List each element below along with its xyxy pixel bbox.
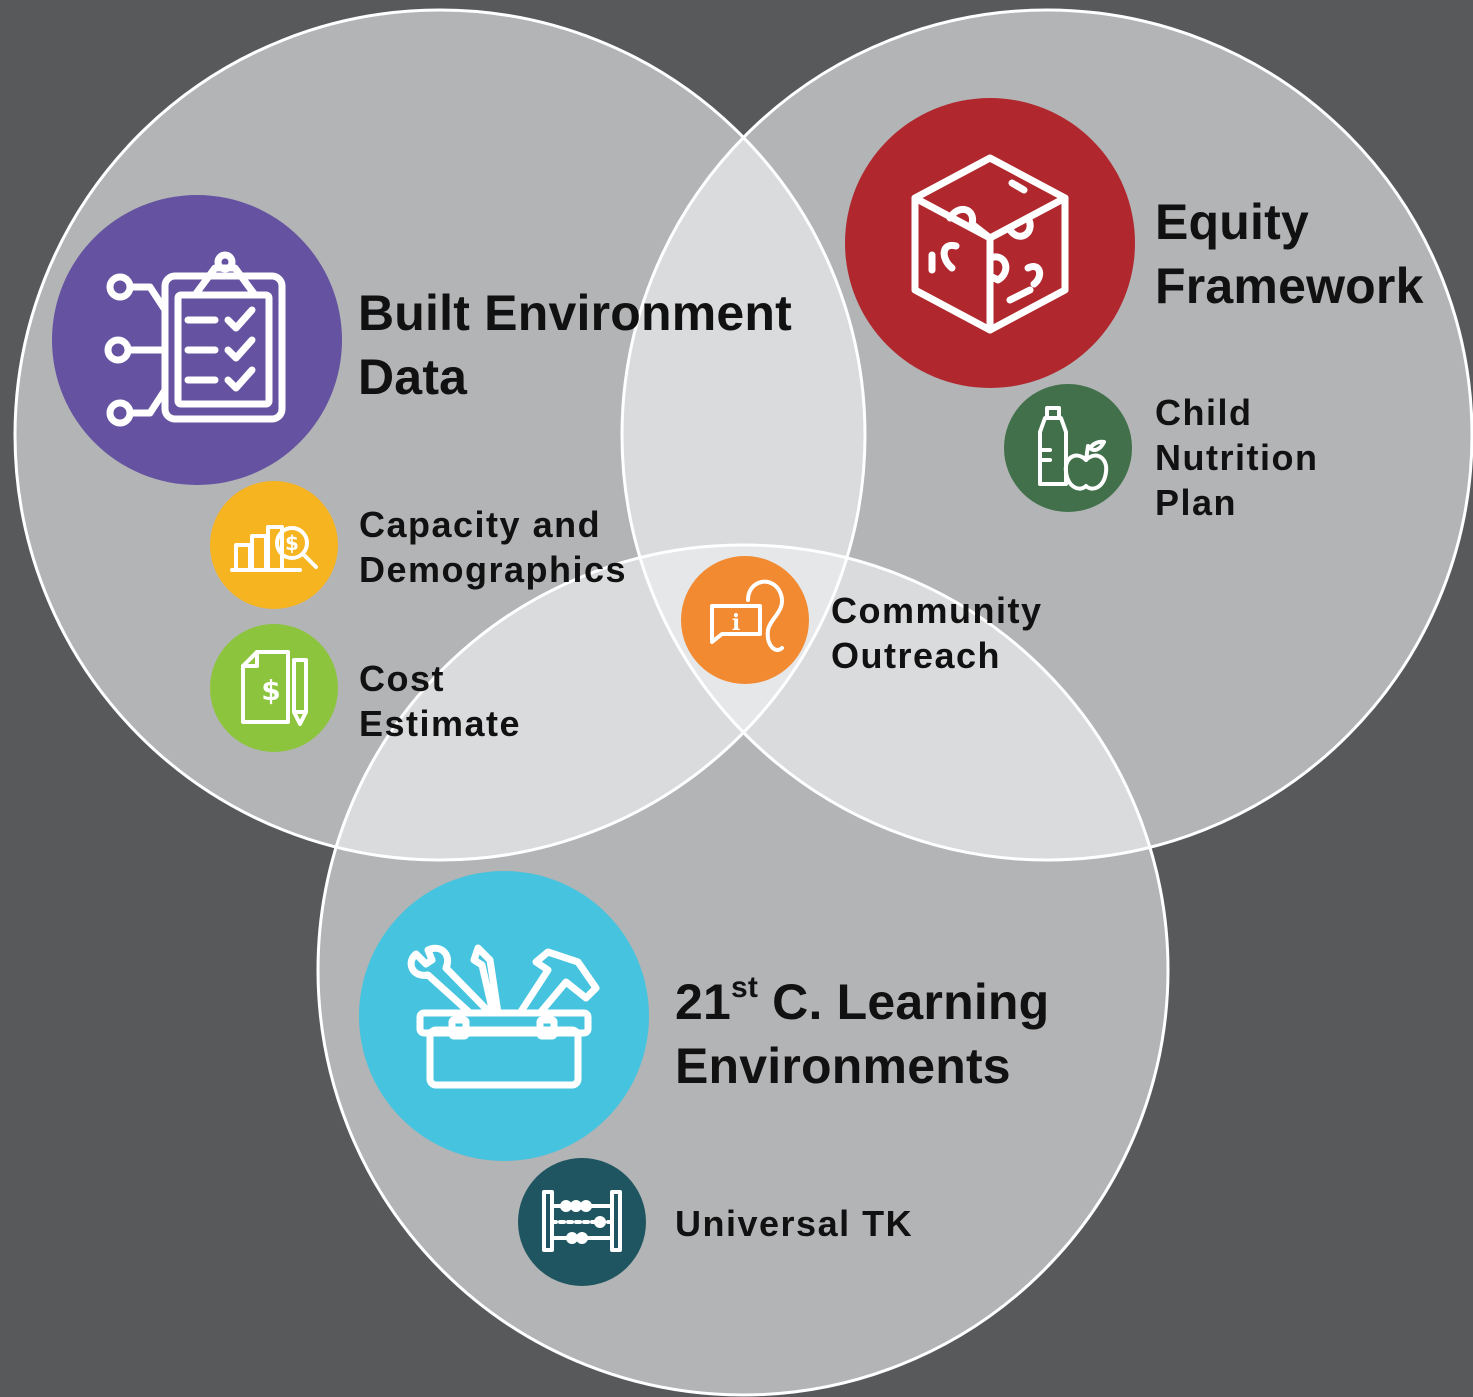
overlap-built-learning — [318, 545, 865, 860]
title-line: Built Environment — [358, 285, 792, 341]
circle-outline — [316, 543, 1170, 1397]
overlap-equity-learning — [622, 545, 1168, 860]
toolbox-icon — [359, 871, 649, 1161]
equity-framework-title: Equity Framework — [1155, 190, 1424, 318]
title-line: 21st C. Learning — [675, 970, 1049, 1034]
circle-outline — [13, 8, 867, 862]
bottle-apple-icon — [1004, 384, 1132, 512]
svg-text:i: i — [732, 610, 740, 636]
circle-outline — [620, 8, 1473, 862]
label-line: Capacity and — [359, 504, 602, 545]
ear-info-icon: i — [681, 556, 809, 684]
clipboard-checklist-icon — [52, 195, 342, 485]
label-line: Universal TK — [675, 1203, 914, 1244]
label-line: Estimate — [359, 703, 522, 744]
learning-environments-title: 21st C. Learning Environments — [675, 970, 1049, 1098]
title-line: Environments — [675, 1038, 1011, 1094]
puzzle-cube-icon — [845, 98, 1135, 388]
built-environment-title: Built Environment Data — [358, 281, 792, 409]
label-line: Demographics — [359, 549, 628, 590]
document-dollar-pen-icon: $ — [210, 624, 338, 752]
title-line: Equity — [1155, 194, 1309, 250]
label-line: Plan — [1155, 482, 1238, 523]
svg-text:$: $ — [285, 531, 299, 555]
universal-tk-label: Universal TK — [675, 1201, 913, 1246]
label-line: Child — [1155, 392, 1253, 433]
title-line: Data — [358, 349, 468, 405]
community-outreach-label: Community Outreach — [831, 588, 1043, 678]
capacity-demographics-label: Capacity and Demographics — [359, 502, 627, 592]
title-superscript: st — [731, 971, 759, 1004]
abacus-icon — [518, 1158, 646, 1286]
title-line: Framework — [1155, 258, 1424, 314]
svg-text:$: $ — [261, 674, 280, 707]
label-line: Community — [831, 590, 1043, 631]
label-line: Outreach — [831, 635, 1002, 676]
chart-magnifier-dollar-icon: $ — [210, 481, 338, 609]
label-line: Cost — [359, 658, 445, 699]
cost-estimate-label: Cost Estimate — [359, 656, 521, 746]
title-number: 21 — [675, 974, 732, 1030]
child-nutrition-plan-label: Child Nutrition Plan — [1155, 390, 1318, 525]
label-line: Nutrition — [1155, 437, 1319, 478]
title-rest: C. Learning — [758, 974, 1050, 1030]
